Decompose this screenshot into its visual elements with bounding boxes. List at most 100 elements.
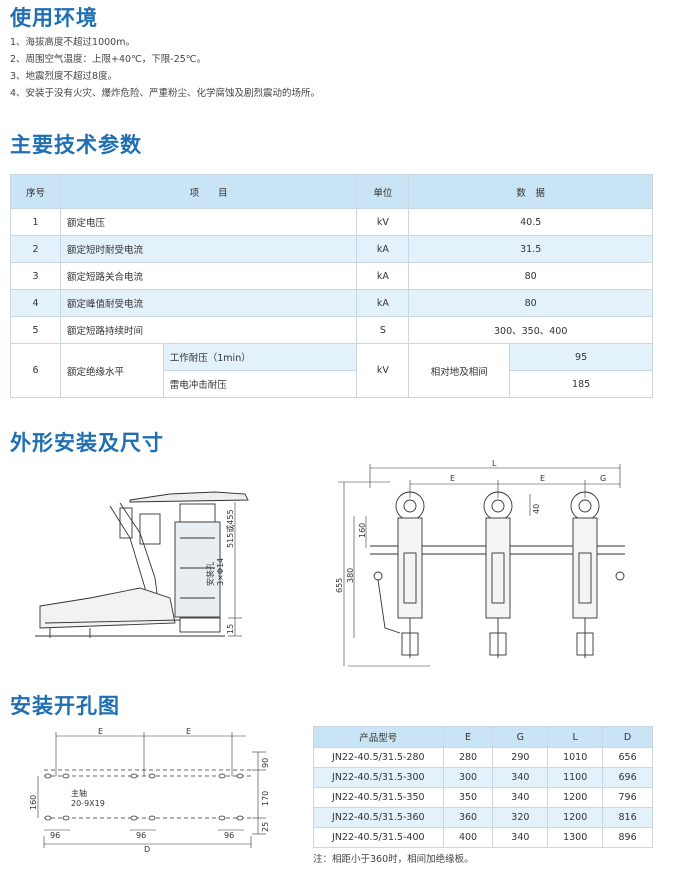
model-cell: 280 [442,747,494,768]
hole-dim-96-2: 96 [136,831,146,840]
table-row: 2 额定短时耐受电流 kA 31.5 [10,235,653,263]
row-unit: S [356,316,410,344]
row-item: 额定电压 [59,208,358,236]
row-no: 2 [10,235,61,263]
row-mid: 相对地及相间 [408,343,511,398]
table-row: 6 额定绝缘水平 工作耐压（1min） kV 相对地及相间 95 [10,343,653,398]
row-item: 额定短路持续时间 [59,316,358,344]
section-title-environment: 使用环境 [10,6,98,30]
side-dim-15: 15 [226,624,235,634]
front-dim-L: L [492,459,497,468]
hole-dim-90: 90 [261,758,270,768]
row-no: 6 [10,343,61,398]
table-row: 5 额定短路持续时间 S 300、350、400 [10,316,653,344]
header-no: 序号 [10,174,61,209]
front-dim-40: 40 [532,504,541,514]
model-cell: 796 [602,787,653,808]
row-no: 1 [10,208,61,236]
table-row: 1 额定电压 kV 40.5 [10,208,653,236]
header-data: 数 据 [408,174,653,209]
parameters-table: 序号 项 目 单位 数 据 1 额定电压 kV 40.5 2 额定短时耐受电流 … [10,174,653,398]
front-dim-655: 655 [335,578,344,593]
model-cell: 350 [442,787,494,808]
header-E: E [442,726,494,748]
table-row: JN22-40.5/31.5-280 280 290 1010 656 [313,747,653,768]
row-item: 额定绝缘水平 [59,343,164,398]
model-cell: 1300 [547,827,604,848]
model-cell: JN22-40.5/31.5-350 [313,787,444,808]
hole-dim-E1: E [98,727,103,736]
model-cell: 360 [442,807,494,828]
hole-dim-170: 170 [261,791,270,806]
front-dim-E2: E [540,474,545,483]
front-view-drawing: L E E G 40 160 380 655 [330,458,650,680]
front-dim-E1: E [450,474,455,483]
front-dim-380: 380 [346,568,355,583]
row-data: 300、350、400 [408,316,653,344]
row-item: 额定短时耐受电流 [59,235,358,263]
model-cell: 1200 [547,787,604,808]
hole-label-shaft: 主轴 [71,788,87,798]
hole-dim-96-3: 96 [224,831,234,840]
model-cell: JN22-40.5/31.5-300 [313,767,444,788]
row-no: 3 [10,262,61,290]
model-cell: 290 [492,747,549,768]
row-item: 额定峰值耐受电流 [59,289,358,317]
parameters-header-row: 序号 项 目 单位 数 据 [10,174,653,209]
side-view-drawing: 515或455 3×Φ14 安装孔 15 [30,478,255,653]
environment-item: 2、周围空气温度：上限+40℃，下限-25℃。 [10,54,206,65]
row-unit: kA [356,235,410,263]
row-no: 4 [10,289,61,317]
model-cell: JN22-40.5/31.5-280 [313,747,444,768]
section-title-parameters: 主要技术参数 [10,133,142,157]
hole-dim-E2: E [186,727,191,736]
front-dim-G: G [600,474,606,483]
row-data: 80 [408,289,653,317]
model-cell: JN22-40.5/31.5-360 [313,807,444,828]
models-header-row: 产品型号 E G L D [313,726,653,748]
mounting-hole-drawing: E E 主轴 20-9X19 160 90 170 25 96 96 96 D [26,726,276,854]
row-item: 额定短路关合电流 [59,262,358,290]
model-cell: JN22-40.5/31.5-400 [313,827,444,848]
row-data: 40.5 [408,208,653,236]
table-row: JN22-40.5/31.5-400 400 340 1300 896 [313,827,653,848]
row-unit: kV [356,208,410,236]
table-row: JN22-40.5/31.5-360 360 320 1200 816 [313,807,653,828]
environment-item: 1、海拔高度不超过1000m。 [10,37,135,48]
models-note: 注：相距小于360时，相间加绝缘板。 [313,854,474,865]
hole-dim-25: 25 [261,822,270,832]
model-cell: 656 [602,747,653,768]
header-G: G [492,726,549,748]
table-row: 3 额定短路关合电流 kA 80 [10,262,653,290]
row-data: 185 [509,370,653,398]
model-cell: 1100 [547,767,604,788]
row-subitem: 雷电冲击耐压 [162,370,358,398]
environment-item: 3、地震烈度不超过8度。 [10,71,118,82]
row-no: 5 [10,316,61,344]
side-dim-455: 515或455 [225,509,235,548]
table-row: JN22-40.5/31.5-300 300 340 1100 696 [313,767,653,788]
model-cell: 340 [492,787,549,808]
model-cell: 340 [492,827,549,848]
model-cell: 896 [602,827,653,848]
model-cell: 320 [492,807,549,828]
header-item: 项 目 [59,174,358,209]
models-table: 产品型号 E G L D JN22-40.5/31.5-280 280 290 … [313,726,653,848]
table-row: 雷电冲击耐压 185 [11,370,653,398]
row-unit: kA [356,289,410,317]
environment-list: 1、海拔高度不超过1000m。 2、周围空气温度：上限+40℃，下限-25℃。 … [10,34,320,102]
model-cell: 1200 [547,807,604,828]
row-subitem: 工作耐压（1min） [162,343,358,371]
model-cell: 300 [442,767,494,788]
row-unit: kA [356,262,410,290]
model-cell: 696 [602,767,653,788]
model-cell: 400 [442,827,494,848]
table-row: JN22-40.5/31.5-350 350 340 1200 796 [313,787,653,808]
header-unit: 单位 [356,174,410,209]
model-cell: 816 [602,807,653,828]
section-title-mounting-holes: 安装开孔图 [10,694,120,718]
model-cell: 1010 [547,747,604,768]
row-data: 95 [509,343,653,371]
hole-dim-D: D [144,845,150,854]
hole-label-slot: 20-9X19 [71,799,105,808]
